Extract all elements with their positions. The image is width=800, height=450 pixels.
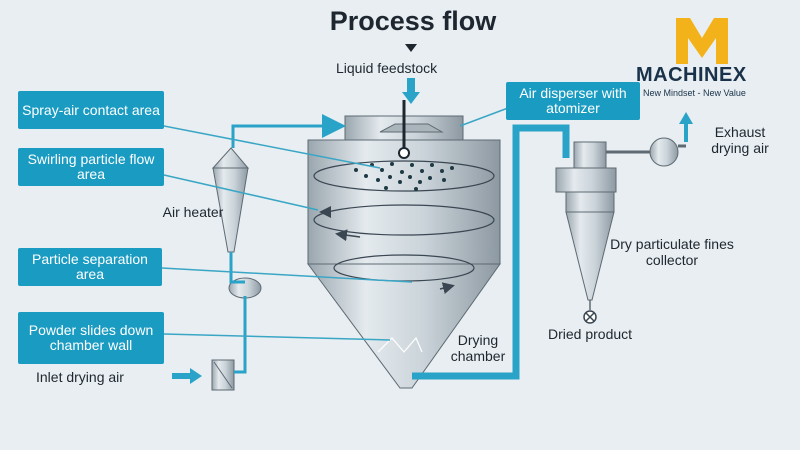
- callout-leaders: [161, 107, 509, 341]
- spray-droplets: [354, 162, 454, 191]
- machinex-logo-icon: [676, 18, 728, 64]
- dried-product-label: Dried product: [548, 326, 633, 342]
- air-heater: [211, 147, 262, 391]
- air-ducts: [229, 114, 346, 374]
- page-title: Process flow: [329, 6, 497, 36]
- cyclone-collector: [555, 112, 693, 324]
- title-marker-icon: [405, 44, 417, 52]
- callout-text: Particle separation area: [32, 251, 148, 282]
- outlet-duct: [412, 124, 570, 380]
- brand-name: MACHINEX: [636, 64, 747, 86]
- air-heater-label: Air heater: [162, 204, 224, 220]
- callout-air-disperser-with-atomizer: Air disperser with atomizer: [506, 82, 640, 120]
- fines-collector-label: Dry particulate fines collector: [610, 236, 734, 268]
- callout-text: Spray-air contact area: [22, 101, 160, 118]
- drying-chamber-label: Drying chamber: [450, 332, 506, 364]
- inlet-arrow-icon: [172, 368, 202, 384]
- callout-powder-slides-down-chamber-wall: Powder slides down chamber wall: [18, 312, 164, 364]
- callout-spray-air-contact-area: Spray-air contact area: [18, 91, 164, 129]
- callout-particle-separation-area: Particle separation area: [18, 248, 162, 286]
- callout-text: Swirling particle flow area: [27, 151, 155, 182]
- inlet-drying-air-label: Inlet drying air: [36, 369, 124, 385]
- exhaust-drying-air-label: Exhaust drying air: [711, 124, 769, 156]
- brand-tagline: New Mindset - New Value: [643, 88, 746, 98]
- callout-text: Powder slides down chamber wall: [28, 322, 154, 353]
- feed-arrow-icon: [402, 78, 420, 104]
- callout-text: Air disperser with atomizer: [519, 85, 627, 116]
- callout-swirling-particle-flow-area: Swirling particle flow area: [18, 148, 164, 186]
- liquid-feedstock-label: Liquid feedstock: [336, 60, 438, 76]
